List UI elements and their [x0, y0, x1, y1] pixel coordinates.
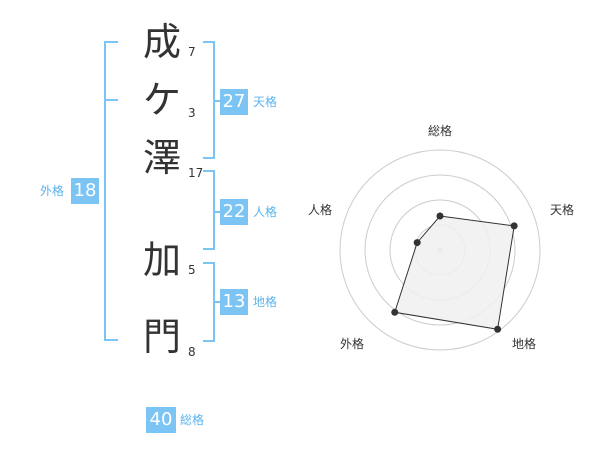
axis-label-tenkaku: 天格 [550, 203, 575, 217]
soukaku-label: 総格 [180, 413, 205, 427]
gaikaku-label: 外格 [40, 184, 65, 198]
tenkaku-label: 天格 [253, 95, 278, 109]
stroke-count-4: 5 [188, 263, 196, 277]
radar-ring [339, 149, 541, 351]
chikaku-value: 13 [220, 289, 248, 315]
axis-label-gaikaku: 外格 [340, 337, 365, 351]
radar-point-4 [391, 308, 399, 316]
axis-label-soukaku: 総格 [428, 124, 453, 138]
radar-point-5 [413, 239, 421, 247]
radar-point-1 [436, 212, 444, 220]
stroke-count-2: 3 [188, 106, 196, 120]
stroke-count-1: 7 [188, 45, 196, 59]
jinkaku-value: 22 [220, 199, 248, 225]
name-char-4: 加 [142, 238, 181, 282]
name-char-3: 澤 [142, 136, 181, 180]
radar-polygon [394, 215, 515, 330]
axis-label-chikaku: 地格 [512, 337, 537, 351]
radar-ring [364, 174, 516, 326]
soukaku-value: 40 [146, 407, 176, 433]
jinkaku-label: 人格 [253, 205, 278, 219]
gaikaku-value: 18 [71, 178, 99, 204]
chikaku-label: 地格 [253, 295, 278, 309]
radar-chart [339, 149, 541, 351]
axis-label-jinkaku: 人格 [308, 203, 333, 217]
stroke-count-3: 17 [188, 166, 204, 180]
name-char-5: 門 [142, 315, 181, 359]
radar-point-3 [494, 325, 502, 333]
name-char-1: 成 [142, 20, 181, 64]
radar-point-2 [510, 222, 518, 230]
radar-points [391, 212, 518, 333]
stroke-count-5: 8 [188, 345, 196, 359]
tenkaku-value: 27 [220, 89, 248, 115]
name-char-2: ケ [142, 78, 181, 122]
